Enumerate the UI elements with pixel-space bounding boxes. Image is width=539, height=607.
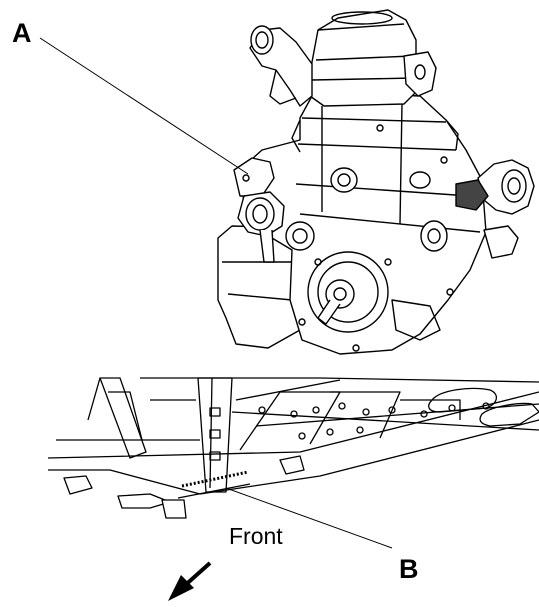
left-mount-bracket [233, 157, 275, 197]
engine-mount-right [403, 51, 437, 97]
callout-label-b: B [399, 554, 419, 584]
leader-line-b [225, 487, 393, 549]
chassis-drawing [47, 377, 539, 519]
mount-pad [63, 475, 93, 495]
center-upright [197, 377, 233, 493]
leader-line-a [39, 37, 249, 175]
callout-label-a: A [12, 18, 32, 48]
engine-drawing [217, 9, 535, 355]
main-rail-front [47, 391, 539, 459]
front-arrow-icon [168, 561, 212, 601]
front-direction-label: Front [229, 523, 283, 549]
cylinder-block [241, 91, 487, 355]
